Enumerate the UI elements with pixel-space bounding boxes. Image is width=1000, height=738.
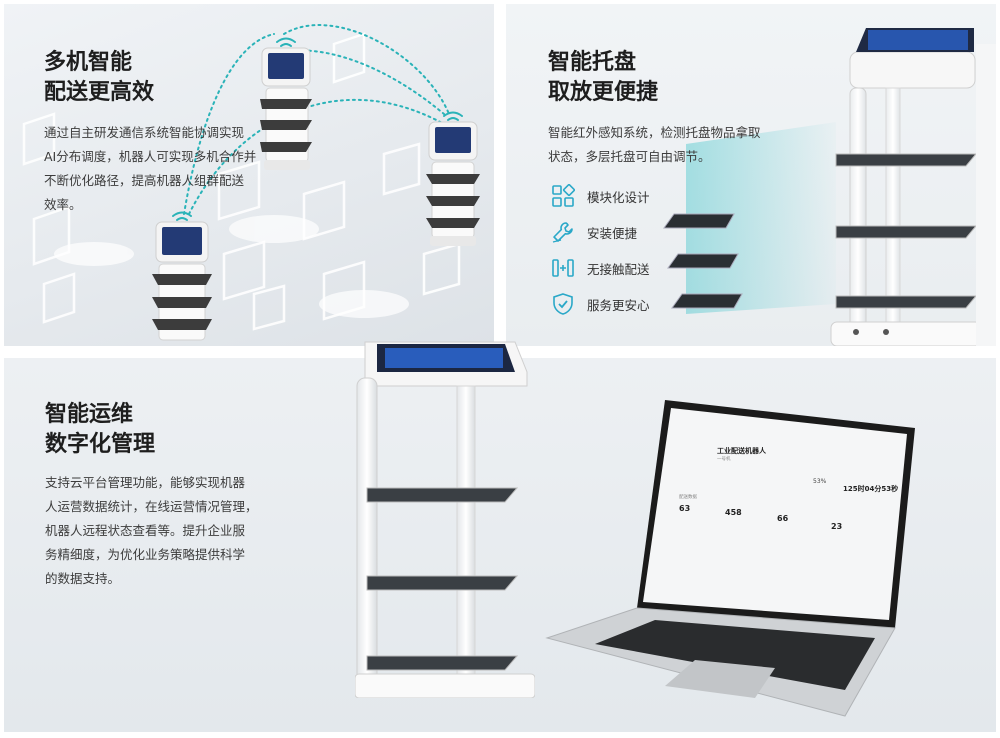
wrench-icon bbox=[552, 222, 573, 243]
feature-modular-label: 模块化设计 bbox=[587, 189, 650, 205]
laptop-stat-3: 66 bbox=[777, 514, 789, 523]
feature-safe-label: 服务更安心 bbox=[587, 297, 650, 313]
service-robot-image bbox=[355, 341, 535, 698]
laptop-robot-sub: 一号机 bbox=[717, 457, 731, 462]
laptop-stat-4: 23 bbox=[831, 522, 843, 531]
modules-icon bbox=[552, 184, 575, 207]
laptop-dashboard: 工业配送机器人 一号机 53% 125时04分53秒 配送数据 63 458 6… bbox=[545, 398, 925, 718]
ops-description: 支持云平台管理功能，能够实现机器 人运营数据统计，在线运营情况管理， 机器人远程… bbox=[45, 475, 258, 586]
laptop-frame bbox=[545, 400, 915, 717]
dispatch-title: 多机智能 配送更高效 bbox=[44, 50, 155, 105]
laptop-battery: 53% bbox=[813, 478, 827, 485]
feature-install: 安装便捷 bbox=[551, 218, 637, 246]
robot-top bbox=[260, 47, 312, 170]
tray-illustration bbox=[663, 28, 996, 346]
robot-right bbox=[426, 121, 480, 246]
feature-safe: 服务更安心 bbox=[551, 290, 650, 318]
laptop-robot-name: 工业配送机器人 bbox=[717, 447, 766, 455]
dispatch-illustration bbox=[22, 24, 480, 341]
feature-install-label: 安装便捷 bbox=[587, 225, 638, 241]
tray-panel: 智能托盘 取放更便捷 智能红外感知系统，检测托盘物品拿取 状态，多层托盘可自由调… bbox=[506, 4, 996, 346]
contactless-icon bbox=[552, 259, 574, 277]
laptop-stat-2: 458 bbox=[725, 508, 742, 517]
feature-contactless-label: 无接触配送 bbox=[587, 261, 650, 277]
feature-contactless: 无接触配送 bbox=[551, 254, 650, 282]
robot-left bbox=[152, 221, 212, 341]
dispatch-panel: 多机智能 配送更高效 通过自主研发通信系统智能协调实现 AI分布调度，机器人可实… bbox=[4, 4, 494, 346]
feature-modular: 模块化设计 bbox=[551, 182, 650, 210]
tray-description: 智能红外感知系统，检测托盘物品拿取 状态，多层托盘可自由调节。 bbox=[548, 125, 761, 164]
dispatch-description: 通过自主研发通信系统智能协调实现 AI分布调度，机器人可实现多机合作并 不断优化… bbox=[44, 125, 257, 212]
shield-check-icon bbox=[553, 293, 573, 315]
laptop-stat-label: 配送数据 bbox=[679, 495, 697, 500]
laptop-runtime: 125时04分53秒 bbox=[843, 485, 899, 493]
tray-title: 智能托盘 取放更便捷 bbox=[548, 50, 659, 105]
laptop-stat-1: 63 bbox=[679, 504, 691, 513]
ops-title: 智能运维 数字化管理 bbox=[45, 402, 156, 457]
